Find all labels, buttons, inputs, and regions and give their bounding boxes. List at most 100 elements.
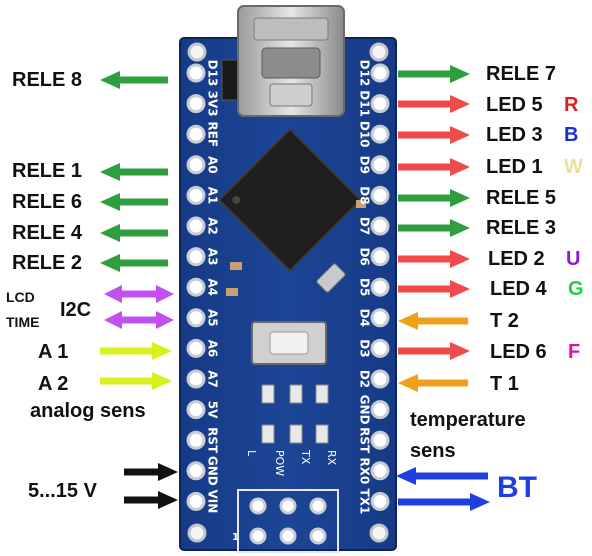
- arrow-i2c-scl: [104, 311, 174, 329]
- label-led-5: LED 5: [486, 94, 543, 116]
- pin-label-left: 3V3: [206, 91, 220, 117]
- arrow-rele-8: [100, 71, 168, 89]
- arrow-rele-5: [398, 189, 470, 207]
- led-labels: L POW TX RX: [245, 449, 338, 476]
- pin-label-left: A7: [206, 370, 220, 388]
- pin-label-right: D4: [358, 309, 372, 327]
- pin-label-right: D10: [358, 121, 372, 148]
- pin-label-right: D6: [358, 247, 372, 265]
- signal-arrows: [100, 65, 490, 511]
- pin-pad-right: [370, 124, 390, 144]
- label-led-6-color: F: [568, 341, 581, 363]
- pin-pad-right: [370, 247, 390, 267]
- icsp-header: [237, 489, 339, 553]
- label-rele-8: RELE 8: [12, 69, 83, 91]
- pin-pad-right: [370, 185, 390, 205]
- left-pin-pads: [186, 63, 206, 511]
- pin-pad-right: [370, 369, 390, 389]
- label-rele-3: RELE 3: [486, 217, 557, 239]
- pin-label-left: RST: [206, 427, 220, 454]
- arrow-rele-1: [100, 163, 168, 181]
- label-bt: BT: [497, 471, 537, 504]
- label-led-6: LED 6: [490, 341, 547, 363]
- pin-pad-right: [370, 491, 390, 511]
- arrow-a2: [100, 372, 172, 390]
- label-led-2-color: U: [566, 248, 581, 270]
- arrow-i2c-sda: [104, 285, 174, 303]
- pin-pad-left: [186, 338, 206, 358]
- icsp-pin: [249, 527, 267, 545]
- pin-label-right: D12: [358, 60, 372, 87]
- pin-pad-right: [370, 277, 390, 297]
- arrow-bt-rx: [396, 467, 488, 485]
- label-rele-4: RELE 4: [12, 222, 83, 244]
- label-rele-2: RELE 2: [12, 252, 83, 274]
- pin-label-left: A6: [206, 340, 220, 358]
- pin-label-right: D8: [358, 186, 372, 204]
- pin-label-left: D13: [206, 60, 220, 87]
- pin-label-left: 5V: [206, 401, 220, 419]
- pin-pad-right: [370, 216, 390, 236]
- arrow-led-3: [398, 126, 470, 144]
- pin-label-right: D5: [358, 278, 372, 296]
- label-led-2: LED 2: [488, 248, 545, 270]
- led-label: RX: [325, 450, 338, 466]
- pin-pad-left: [186, 491, 206, 511]
- pin-pad-left: [186, 277, 206, 297]
- pin-label-right: D9: [358, 156, 372, 174]
- pin-label-left: A1: [206, 187, 220, 205]
- pin-pad-right: [370, 94, 390, 114]
- pin-pad-right: [370, 461, 390, 481]
- mount-hole-top-left: [187, 42, 207, 62]
- label-rele-7: RELE 7: [486, 63, 557, 85]
- mount-hole-bottom-left: [187, 523, 207, 543]
- pin-label-right: D3: [358, 339, 372, 357]
- pin-label-right: D2: [358, 370, 372, 388]
- label-sens: sens: [410, 440, 456, 462]
- arrow-led-6: [398, 342, 470, 360]
- mount-hole-top-right: [369, 42, 389, 62]
- pin-pad-right: [370, 338, 390, 358]
- pin-label-left: A5: [206, 309, 220, 327]
- icsp-pin: [309, 497, 327, 515]
- label-led-5-color: R: [564, 94, 579, 116]
- pin-pad-left: [186, 155, 206, 175]
- pin-label-left: A0: [206, 156, 220, 174]
- icsp-pins: [249, 497, 327, 545]
- label-power: 5...15 V: [28, 480, 97, 502]
- pin-label-left: A4: [206, 278, 220, 296]
- capacitor: [230, 262, 242, 270]
- pin-label-right: RST: [358, 427, 372, 454]
- label-analog-sens: analog sens: [30, 400, 146, 422]
- pin-pad-right: [370, 63, 390, 83]
- label-i2c: I2C: [60, 299, 92, 321]
- label-led-1: LED 1: [486, 156, 543, 178]
- arrow-t-2: [398, 312, 468, 330]
- led-label: TX: [299, 449, 312, 465]
- label-a2: A 2: [38, 373, 69, 395]
- arrow-a1: [100, 342, 172, 360]
- arrow-rele-3: [398, 219, 470, 237]
- label-t-2: T 2: [490, 310, 519, 332]
- led-label: L: [245, 450, 258, 457]
- label-rele-5: RELE 5: [486, 187, 557, 209]
- label-lcd: LCD: [6, 289, 35, 305]
- pin-pad-left: [186, 216, 206, 236]
- capacitor: [226, 288, 238, 296]
- pin-pad-left: [186, 369, 206, 389]
- arrow-rele-7: [398, 65, 470, 83]
- pin-pad-left: [186, 400, 206, 420]
- pin-label-right: RX0: [358, 457, 372, 484]
- pin-label-left: REF: [206, 121, 220, 147]
- led-label: POW: [273, 450, 286, 476]
- pin-pad-right: [370, 308, 390, 328]
- pin-pad-left: [186, 63, 206, 83]
- icsp-pin: [279, 527, 297, 545]
- pin-label-right: D7: [358, 217, 372, 235]
- label-led-4: LED 4: [490, 278, 547, 300]
- status-leds: [261, 384, 329, 444]
- arrow-t-1: [398, 374, 468, 392]
